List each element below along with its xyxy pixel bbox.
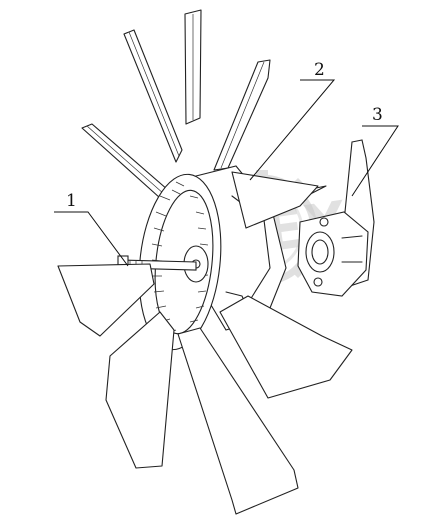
- callout-3: 3: [372, 105, 383, 125]
- blade-bottom: [177, 327, 299, 515]
- leader-lines: [54, 79, 399, 267]
- leader-1: [54, 211, 129, 267]
- fan-blades-upper: [81, 9, 327, 233]
- blade-upper-left: [123, 29, 183, 163]
- blade-right-front: [231, 171, 319, 229]
- blade-upper-right: [213, 59, 271, 171]
- pump-port: [305, 231, 335, 273]
- callout-2: 2: [314, 60, 325, 80]
- blade-left: [81, 123, 169, 199]
- leader-2: [249, 79, 336, 181]
- leader-3: [351, 125, 399, 197]
- blade-bottom-left: [105, 311, 175, 469]
- callout-1: 1: [66, 191, 77, 211]
- blade-lower-right: [219, 295, 353, 399]
- pump-bracket: [297, 139, 375, 297]
- blade-lower-left: [57, 263, 155, 337]
- ring-inner: [154, 189, 214, 335]
- fan-blades-lower: [57, 171, 353, 515]
